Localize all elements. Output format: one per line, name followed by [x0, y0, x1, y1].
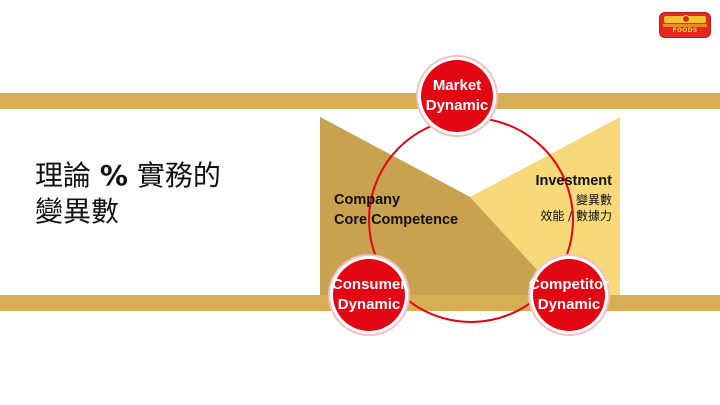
logo-text: FOODS	[672, 27, 698, 34]
competitor-dynamic-label: Competitor Dynamic	[519, 275, 619, 315]
investment-details: 變異數 效能 / 數據力	[480, 192, 612, 224]
competitor-node	[533, 259, 605, 331]
market-label-line2: Dynamic	[425, 97, 489, 114]
company-label-line1: Company	[334, 192, 401, 208]
investment-triangle	[470, 117, 620, 295]
logo-mid-stripe	[663, 24, 707, 27]
consumer-dynamic-label: Consumer Dynamic	[319, 275, 419, 315]
competitor-label-line2: Dynamic	[537, 296, 601, 313]
gold-band-top	[0, 93, 720, 109]
consumer-node	[333, 259, 405, 331]
market-label-line1: Market	[432, 77, 482, 94]
investment-detail-line2: 效能 / 數據力	[540, 209, 612, 223]
investment-detail-line1: 變異數	[575, 193, 612, 207]
title-part1: 理論	[35, 159, 100, 192]
slide-title: 理論 % 實務的變異數	[35, 158, 221, 230]
company-triangle-fill	[320, 117, 470, 295]
consumer-label-line1: Consumer	[331, 276, 407, 293]
company-core-competence-label: Company Core Competence	[334, 190, 458, 230]
title-percent: %	[99, 159, 128, 192]
competitor-label-line1: Competitor	[529, 276, 609, 293]
market-dynamic-label: Market Dynamic	[407, 76, 507, 116]
title-line2: 變異數	[35, 195, 120, 228]
brand-logo: FOODS	[659, 12, 711, 38]
consumer-label-line2: Dynamic	[337, 296, 401, 313]
investment-title: Investment	[535, 173, 612, 189]
market-node	[421, 60, 493, 132]
company-label-line2: Core Competence	[334, 212, 459, 228]
title-part2: 實務的	[127, 159, 221, 192]
logo-emblem-icon	[682, 15, 690, 23]
